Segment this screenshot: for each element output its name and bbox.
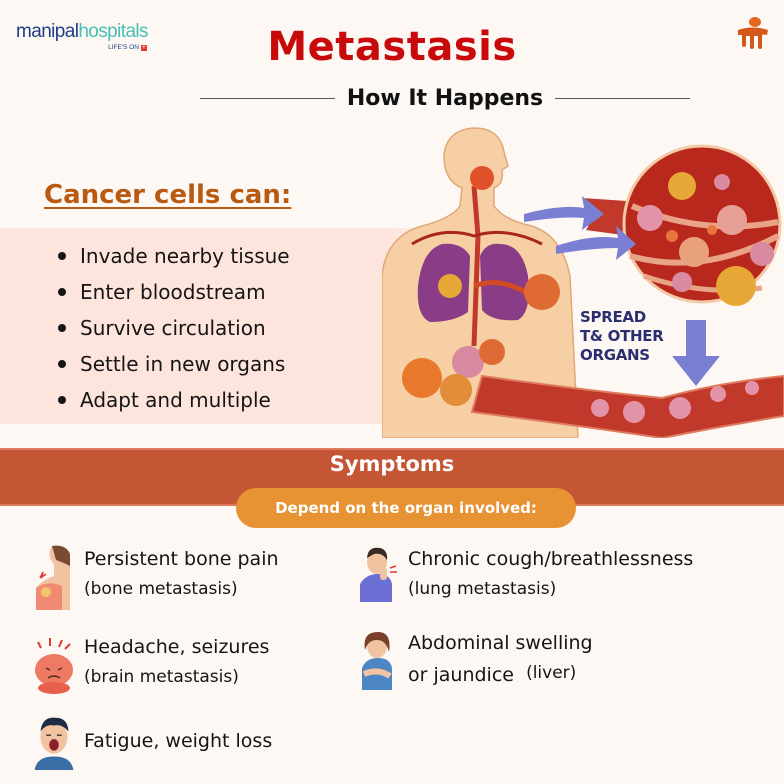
logo-tagline: LIFE'S ON+ (16, 44, 148, 51)
manipal-hospitals-logo: manipalhospitals LIFE'S ON+ (16, 21, 149, 52)
list-item: Enter bloodstream (58, 274, 290, 310)
bullet-icon (58, 252, 66, 260)
orange-figure-logo-icon (738, 17, 768, 49)
symptom-main-line2: or jaundice (408, 664, 514, 686)
shoulder-pain-icon (36, 545, 70, 610)
symptom-item: Headache, seizures (brain metastasis) (32, 632, 269, 700)
step-text: Settle in new organs (80, 352, 286, 376)
spread-label-line2: T& OTHER (580, 327, 664, 345)
list-item: Adapt and multiple (58, 382, 290, 418)
bullet-icon (58, 360, 66, 368)
list-item: Survive circulation (58, 310, 290, 346)
metastasis-illustration (382, 127, 784, 438)
symptom-main: Headache, seizures (84, 636, 270, 658)
red-plus-square-icon: + (140, 44, 147, 51)
spread-label-line1: SPREAD (580, 308, 646, 326)
symptom-sub: (liver) (526, 663, 577, 683)
symptom-item: Chronic cough/breathlessness (lung metas… (356, 544, 693, 604)
divider-left (200, 97, 335, 100)
bullet-icon (58, 324, 66, 332)
process-list: Invade nearby tissue Enter bloodstream S… (58, 238, 290, 418)
symptom-item: Persistent bone pain (bone metastasis) (32, 544, 279, 612)
logo-wordmark: manipalhospitals (16, 21, 149, 42)
spread-label: SPREAD T& OTHER ORGANS (580, 308, 664, 365)
symptoms-subtitle-pill: Depend on the organ involved: (236, 488, 576, 528)
step-text: Adapt and multiple (80, 388, 271, 412)
arrow-down-icon (672, 320, 720, 386)
list-item: Invade nearby tissue (58, 238, 290, 274)
bullet-icon (58, 396, 66, 404)
divider-right (555, 97, 690, 100)
arrow-right-icon (524, 196, 636, 260)
human-torso-icon (382, 127, 579, 438)
symptom-sub: (brain metastasis) (84, 667, 239, 687)
step-text: Enter bloodstream (80, 280, 266, 304)
step-text: Invade nearby tissue (80, 244, 290, 268)
subtitle-row: How It Happens (200, 86, 690, 111)
step-text: Survive circulation (80, 316, 266, 340)
symptom-main: Persistent bone pain (84, 548, 279, 570)
brain-ache-icon (35, 638, 73, 694)
symptom-main: Abdominal swelling (408, 632, 593, 654)
spread-label-line3: ORGANS (580, 346, 650, 364)
wordmark-hospitals: hospitals (78, 21, 148, 42)
symptoms-title: Symptoms (329, 452, 455, 476)
process-heading: Cancer cells can: (44, 180, 292, 210)
symptom-sub: (lung metastasis) (408, 579, 557, 599)
wordmark-manipal: manipal (16, 21, 79, 42)
symptom-main: Chronic cough/breathlessness (408, 548, 694, 570)
symptom-sub: (bone metastasis) (84, 579, 238, 599)
tired-man-icon (34, 717, 74, 770)
magnified-vessel-icon (582, 144, 782, 306)
page-subtitle: How It Happens (346, 86, 544, 111)
symptom-item: Abdominal swelling or jaundice (liver) (356, 628, 593, 692)
list-item: Settle in new organs (58, 346, 290, 382)
bullet-icon (58, 288, 66, 296)
coughing-man-icon (360, 547, 397, 602)
symptom-main: Fatigue, weight loss (84, 730, 273, 752)
tagline-text: LIFE'S ON (108, 44, 139, 51)
symptom-item: Fatigue, weight loss (32, 712, 272, 770)
page-title: Metastasis (267, 24, 517, 70)
stomach-ache-woman-icon (362, 632, 392, 690)
